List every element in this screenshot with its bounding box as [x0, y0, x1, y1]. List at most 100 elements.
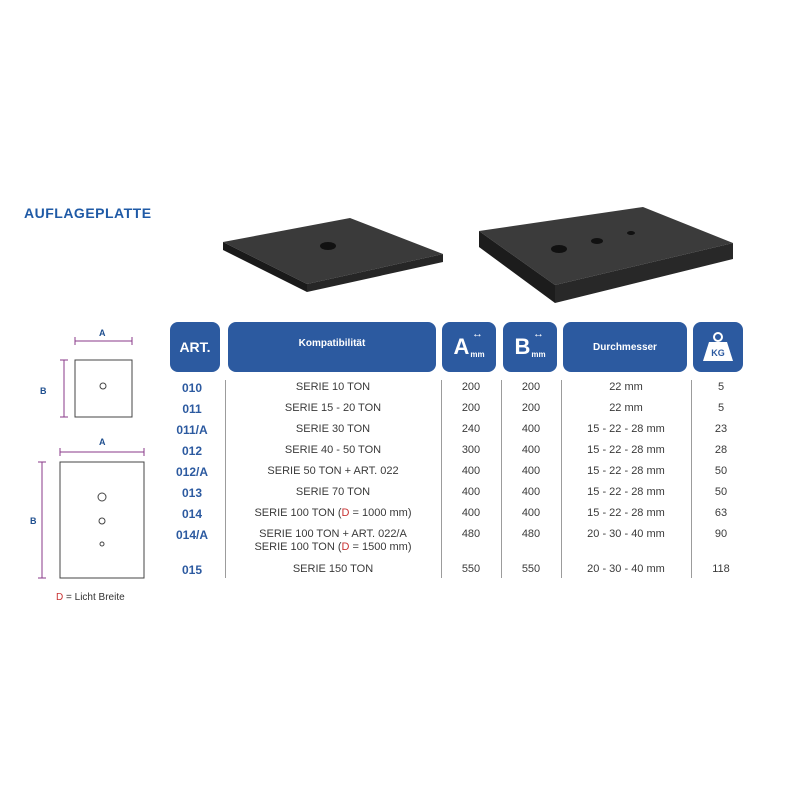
cell-kompatibilitaet: SERIE 100 TON + ART. 022/A SERIE 100 TON… — [226, 528, 440, 554]
note-text: = Licht Breite — [63, 592, 125, 603]
table-row: 015 SERIE 150 TON 550 550 20 - 30 - 40 m… — [160, 563, 750, 583]
table-row: 010 SERIE 10 TON 200 200 22 mm 5 — [160, 381, 750, 401]
diagram-large-a-label: A — [99, 437, 106, 447]
cell-durchmesser: 15 - 22 - 28 mm — [587, 486, 665, 498]
column-divider — [441, 380, 442, 578]
column-divider — [225, 380, 226, 578]
cell-b: 400 — [521, 507, 541, 519]
cell-art: 013 — [181, 486, 203, 500]
header-kompatibilitaet-label: Kompatibilität — [298, 337, 366, 349]
cell-a: 480 — [461, 528, 481, 540]
header-kg-label: KG — [711, 348, 725, 358]
cell-kg: 50 — [714, 486, 728, 498]
cell-kompatibilitaet: SERIE 100 TON (D = 1000 mm) — [226, 507, 440, 519]
cell-kg: 50 — [714, 465, 728, 477]
arrow-horizontal-icon: ↔ — [472, 328, 483, 340]
cell-kompatibilitaet: SERIE 50 TON + ART. 022 — [267, 465, 399, 477]
cell-art: 011 — [182, 402, 202, 416]
komp-line2: SERIE 100 TON (D = 1500 mm) — [226, 541, 440, 554]
cell-a: 400 — [461, 507, 481, 519]
cell-durchmesser: 22 mm — [609, 381, 643, 393]
cell-durchmesser: 15 - 22 - 28 mm — [587, 465, 665, 477]
diagram-small-a-label: A — [99, 328, 106, 338]
cell-kg: 5 — [717, 381, 725, 393]
cell-a: 550 — [461, 563, 481, 575]
table-row: 012 SERIE 40 - 50 TON 300 400 15 - 22 - … — [160, 444, 750, 464]
cell-a: 400 — [461, 465, 481, 477]
arrow-horizontal-icon: ↔ — [533, 328, 544, 340]
table-row: 012/A SERIE 50 TON + ART. 022 400 400 15… — [160, 465, 750, 485]
cell-kg: 23 — [714, 423, 728, 435]
page-title: AUFLAGEPLATTE — [24, 205, 152, 221]
cell-b: 550 — [521, 563, 541, 575]
diagram-large-plate — [38, 448, 145, 579]
cell-b: 200 — [521, 381, 541, 393]
cell-a: 200 — [461, 381, 481, 393]
cell-kompatibilitaet: SERIE 30 TON — [295, 423, 371, 435]
plate-photo-small — [223, 218, 443, 292]
cell-kg: 90 — [714, 528, 728, 540]
cell-durchmesser: 15 - 22 - 28 mm — [587, 507, 665, 519]
header-kompatibilitaet: Kompatibilität — [228, 322, 436, 372]
cell-b: 400 — [521, 444, 541, 456]
header-a-unit: mm — [470, 349, 485, 359]
cell-kompatibilitaet: SERIE 150 TON — [292, 563, 374, 575]
komp-d: D — [341, 541, 350, 553]
header-b-label: B — [514, 334, 531, 359]
cell-b: 480 — [521, 528, 541, 540]
cell-kompatibilitaet: SERIE 40 - 50 TON — [284, 444, 382, 456]
cell-a: 200 — [461, 402, 481, 414]
cell-a: 300 — [461, 444, 481, 456]
column-divider — [561, 380, 562, 578]
cell-kg: 63 — [714, 507, 728, 519]
cell-art: 014 — [181, 507, 203, 521]
cell-art: 015 — [181, 563, 203, 577]
komp-d: D — [341, 507, 350, 519]
cell-kg: 118 — [712, 563, 730, 575]
cell-a: 400 — [461, 486, 481, 498]
cell-b: 400 — [521, 423, 541, 435]
column-divider — [501, 380, 502, 578]
komp-pre: SERIE 100 TON ( — [254, 541, 342, 553]
header-durchmesser: Durchmesser — [563, 322, 687, 372]
cell-art: 012/A — [175, 465, 209, 479]
cell-a: 240 — [461, 423, 481, 435]
table-row: 014 SERIE 100 TON (D = 1000 mm) 400 400 … — [160, 507, 750, 527]
header-art-label: ART. — [179, 339, 211, 355]
cell-art: 014/A — [175, 528, 209, 542]
table-row: 011/A SERIE 30 TON 240 400 15 - 22 - 28 … — [160, 423, 750, 443]
cell-kg: 28 — [714, 444, 728, 456]
cell-kompatibilitaet: SERIE 10 TON — [295, 381, 371, 393]
table-row: 011 SERIE 15 - 20 TON 200 200 22 mm 5 — [160, 402, 750, 422]
cell-durchmesser: 20 - 30 - 40 mm — [587, 563, 665, 575]
diagram-small-plate — [60, 337, 133, 418]
legend-note: D = Licht Breite — [56, 592, 125, 603]
header-art: ART. — [170, 322, 220, 372]
cell-durchmesser: 15 - 22 - 28 mm — [587, 444, 665, 456]
header-kg: KG — [693, 322, 743, 372]
cell-kompatibilitaet: SERIE 15 - 20 TON — [284, 402, 382, 414]
diagram-large-b-label: B — [30, 516, 37, 526]
header-a-label: A — [453, 334, 470, 359]
note-d: D — [56, 592, 64, 603]
cell-kompatibilitaet: SERIE 70 TON — [295, 486, 371, 498]
komp-post: = 1000 mm) — [349, 507, 412, 519]
cell-b: 200 — [521, 402, 541, 414]
cell-kg: 5 — [717, 402, 725, 414]
header-b-unit: mm — [531, 349, 546, 359]
cell-durchmesser: 22 mm — [609, 402, 643, 414]
plate-photo-large — [479, 207, 733, 303]
komp-pre: SERIE 100 TON ( — [254, 507, 342, 519]
cell-art: 012 — [181, 444, 203, 458]
weight-icon — [703, 332, 733, 361]
column-divider — [691, 380, 692, 578]
cell-durchmesser: 15 - 22 - 28 mm — [587, 423, 665, 435]
cell-art: 011/A — [176, 423, 208, 437]
cell-art: 010 — [181, 381, 203, 395]
diagram-small-b-label: B — [40, 386, 47, 396]
komp-line1: SERIE 100 TON + ART. 022/A — [259, 528, 407, 540]
cell-b: 400 — [521, 465, 541, 477]
komp-post: = 1500 mm) — [349, 541, 412, 553]
